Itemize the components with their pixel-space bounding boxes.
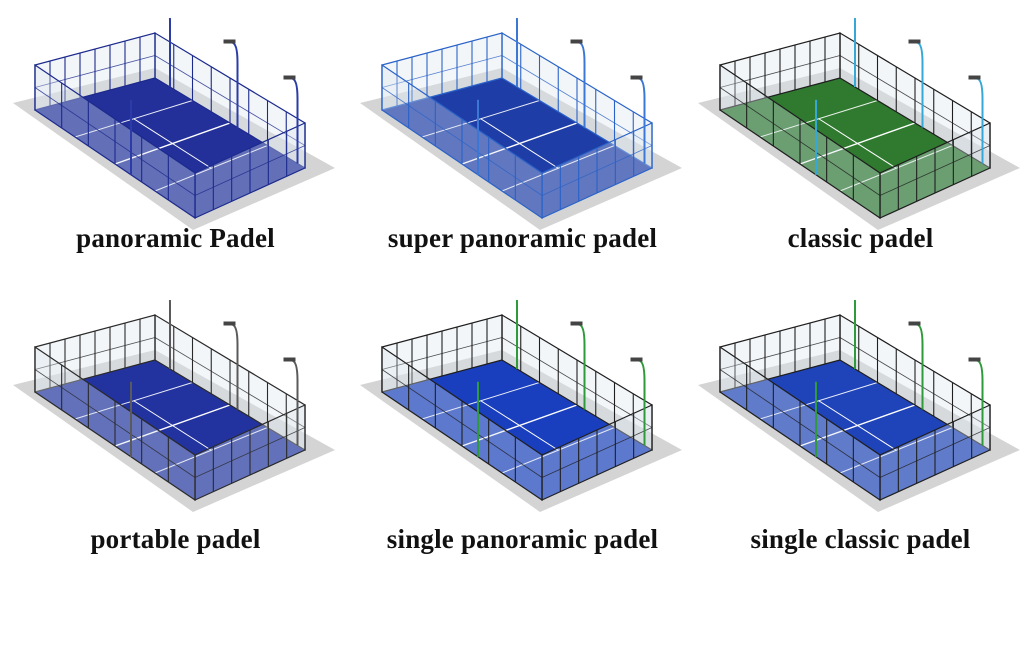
classic-padel-court-illustration bbox=[698, 18, 1020, 230]
wall-rail bbox=[719, 55, 841, 88]
floodlight-icon bbox=[630, 357, 643, 362]
wall-rail bbox=[34, 337, 156, 370]
center-line bbox=[818, 400, 897, 451]
floodlight-icon bbox=[283, 357, 296, 362]
light-pole bbox=[853, 18, 856, 87]
wall-rail bbox=[34, 369, 196, 478]
wall-rail bbox=[541, 427, 653, 478]
floodlight-icon bbox=[223, 321, 236, 326]
court-caption: single panoramic padel bbox=[386, 524, 659, 554]
wall-rail bbox=[381, 87, 543, 196]
court-floor bbox=[720, 78, 990, 218]
wall-rail bbox=[541, 145, 653, 196]
court-floor bbox=[720, 360, 990, 500]
super-panoramic-padel-court-illustration bbox=[360, 18, 682, 230]
panoramic-padel-court-illustration bbox=[13, 18, 335, 230]
light-pole bbox=[853, 300, 856, 369]
court-caption: classic padel bbox=[787, 223, 934, 253]
floodlight-icon bbox=[223, 39, 236, 44]
floodlight-icon bbox=[630, 75, 643, 80]
court-floor bbox=[35, 78, 305, 218]
wall-rail bbox=[719, 87, 881, 196]
wall-rail bbox=[501, 337, 653, 428]
wall-rail bbox=[154, 337, 306, 428]
wall-rail bbox=[839, 337, 991, 428]
wall-rail bbox=[381, 369, 543, 478]
center-line bbox=[480, 118, 559, 169]
light-pole bbox=[515, 300, 518, 369]
court-card-super-panoramic: super panoramic padel bbox=[352, 18, 693, 318]
court-floor bbox=[382, 360, 652, 500]
center-line bbox=[818, 118, 897, 169]
wall-rail bbox=[194, 145, 306, 196]
wall-rail bbox=[154, 55, 306, 146]
court-card-panoramic: panoramic Padel bbox=[5, 18, 346, 318]
court-caption: single classic padel bbox=[750, 524, 971, 554]
single-panoramic-padel-court-illustration bbox=[360, 300, 682, 512]
court-card-single-classic: single classic padel bbox=[690, 300, 1024, 600]
court-card-single-panoramic: single panoramic padel bbox=[352, 300, 693, 600]
court-card-portable: portable padel bbox=[5, 300, 346, 600]
light-pole bbox=[168, 300, 171, 369]
court-caption: panoramic Padel bbox=[76, 223, 275, 253]
wall-rail bbox=[879, 427, 991, 478]
center-line bbox=[480, 400, 559, 451]
light-pole bbox=[515, 18, 518, 87]
wall-rail bbox=[879, 145, 991, 196]
wall-rail bbox=[381, 55, 503, 88]
court-floor bbox=[35, 360, 305, 500]
floodlight-icon bbox=[908, 39, 921, 44]
wall-rail bbox=[34, 55, 156, 88]
wall-rail bbox=[501, 55, 653, 146]
center-line bbox=[133, 400, 212, 451]
floodlight-icon bbox=[968, 75, 981, 80]
floodlight-icon bbox=[908, 321, 921, 326]
wall-rail bbox=[34, 87, 196, 196]
floodlight-icon bbox=[570, 321, 583, 326]
court-card-classic: classic padel bbox=[690, 18, 1024, 318]
single-classic-padel-court-illustration bbox=[698, 300, 1020, 512]
wall-rail bbox=[719, 337, 841, 370]
light-pole bbox=[168, 18, 171, 87]
floodlight-icon bbox=[283, 75, 296, 80]
portable-padel-court-illustration bbox=[13, 300, 335, 512]
court-floor bbox=[382, 78, 652, 218]
wall-rail bbox=[381, 337, 503, 370]
wall-rail bbox=[719, 369, 881, 478]
court-caption: portable padel bbox=[90, 524, 261, 554]
court-caption: super panoramic padel bbox=[387, 223, 658, 253]
wall-rail bbox=[194, 427, 306, 478]
floodlight-icon bbox=[570, 39, 583, 44]
center-line bbox=[133, 118, 212, 169]
floodlight-icon bbox=[968, 357, 981, 362]
wall-rail bbox=[839, 55, 991, 146]
